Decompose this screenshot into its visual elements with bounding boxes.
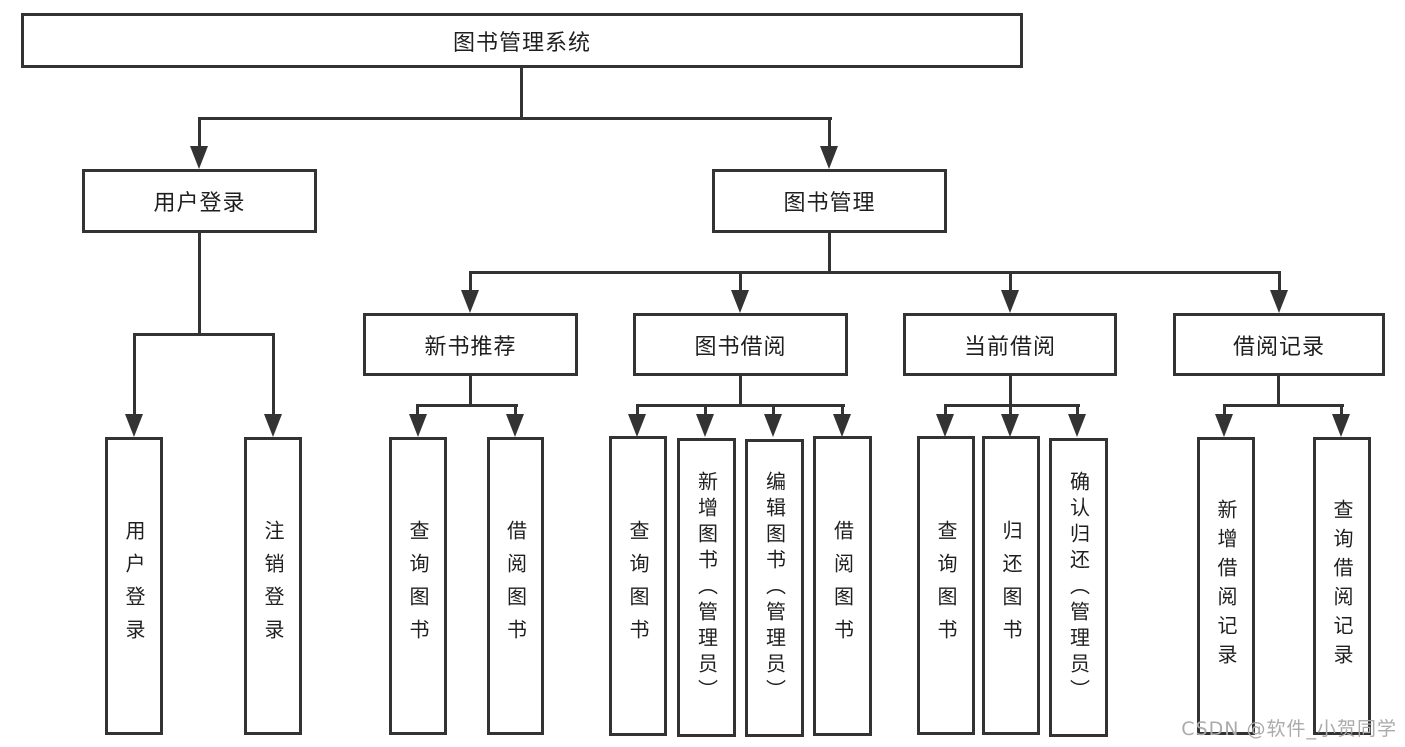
connector-line bbox=[416, 404, 518, 407]
node-label: 查询图书 bbox=[406, 520, 430, 652]
connector-line bbox=[198, 117, 201, 147]
node-label: 新增图书（管理员） bbox=[694, 470, 719, 705]
leaf-nbr-query-books: 查询图书 bbox=[389, 437, 447, 735]
connector-line bbox=[944, 404, 947, 415]
connector-line bbox=[416, 404, 419, 415]
arrow-down-icon bbox=[506, 414, 524, 437]
csdn-watermark: CSDN @软件_小贺同学 bbox=[1181, 718, 1397, 740]
arrow-down-icon bbox=[1001, 290, 1019, 313]
node-label: 注销登录 bbox=[261, 520, 285, 652]
connector-line bbox=[520, 68, 523, 119]
connector-line bbox=[828, 117, 831, 147]
arrow-down-icon bbox=[125, 414, 143, 437]
arrow-down-icon bbox=[731, 290, 749, 313]
node-current-borrowing: 当前借阅 bbox=[903, 313, 1117, 376]
node-label: 查询借阅记录 bbox=[1330, 499, 1354, 673]
leaf-logout: 注销登录 bbox=[244, 437, 302, 735]
arrow-down-icon bbox=[696, 414, 714, 437]
node-label: 查询图书 bbox=[934, 519, 958, 652]
connector-line bbox=[1277, 376, 1280, 407]
node-label: 当前借阅 bbox=[963, 334, 1056, 360]
arrow-down-icon bbox=[1001, 414, 1019, 437]
leaf-bb-edit-book-admin: 编辑图书（管理员） bbox=[745, 439, 804, 737]
connector-line bbox=[514, 404, 517, 415]
leaf-bb-borrow-books: 借阅图书 bbox=[813, 436, 872, 736]
node-label: 借阅记录 bbox=[1232, 334, 1325, 360]
connector-line bbox=[1009, 271, 1012, 293]
leaf-bb-add-book-admin: 新增图书（管理员） bbox=[677, 438, 736, 737]
arrow-down-icon bbox=[1332, 414, 1350, 437]
node-label: 确认归还（管理员） bbox=[1066, 470, 1091, 705]
node-new-book-recommend: 新书推荐 bbox=[363, 313, 578, 376]
arrow-down-icon bbox=[628, 414, 646, 437]
connector-line bbox=[133, 333, 275, 336]
node-user-login: 用户登录 bbox=[82, 169, 317, 233]
node-label: 用户登录 bbox=[153, 191, 246, 216]
connector-line bbox=[828, 233, 831, 273]
node-label: 借阅图书 bbox=[830, 520, 855, 652]
connector-line bbox=[944, 404, 1080, 407]
arrow-down-icon bbox=[264, 414, 282, 437]
arrow-down-icon bbox=[409, 414, 427, 437]
node-label: 新书推荐 bbox=[424, 334, 517, 360]
arrow-down-icon bbox=[936, 414, 954, 437]
connector-line bbox=[1009, 404, 1012, 415]
node-library-management-system: 图书管理系统 bbox=[21, 13, 1023, 68]
node-label: 归还图书 bbox=[999, 519, 1023, 652]
node-label: 编辑图书（管理员） bbox=[762, 471, 787, 705]
arrow-down-icon bbox=[190, 146, 208, 169]
node-label: 借阅图书 bbox=[503, 520, 528, 652]
arrow-down-icon bbox=[820, 146, 838, 169]
leaf-br-query-record: 查询借阅记录 bbox=[1313, 437, 1371, 735]
connector-line bbox=[198, 233, 201, 336]
connector-line bbox=[469, 271, 472, 293]
connector-line bbox=[636, 404, 639, 415]
connector-line bbox=[133, 333, 136, 415]
node-label: 图书借阅 bbox=[694, 334, 787, 360]
arrow-down-icon bbox=[764, 414, 782, 437]
node-label: 图书管理系统 bbox=[452, 30, 591, 56]
connector-line bbox=[772, 404, 775, 415]
arrow-down-icon bbox=[1215, 414, 1233, 437]
connector-line bbox=[841, 404, 844, 415]
leaf-bb-query-books: 查询图书 bbox=[609, 436, 667, 736]
node-label: 用户登录 bbox=[122, 520, 146, 652]
connector-line bbox=[1223, 404, 1344, 407]
node-book-borrowing: 图书借阅 bbox=[633, 313, 848, 376]
connector-line bbox=[1278, 271, 1281, 293]
leaf-cb-query-books: 查询图书 bbox=[917, 436, 975, 735]
connector-line bbox=[739, 376, 742, 407]
leaf-cb-return-books: 归还图书 bbox=[982, 436, 1040, 735]
node-borrowing-records: 借阅记录 bbox=[1173, 313, 1385, 376]
connector-line bbox=[704, 404, 707, 415]
node-label: 图书管理 bbox=[783, 191, 876, 216]
connector-line bbox=[1009, 376, 1012, 407]
node-label: 新增借阅记录 bbox=[1214, 499, 1238, 673]
connector-line bbox=[1223, 404, 1226, 415]
leaf-br-add-record: 新增借阅记录 bbox=[1197, 437, 1255, 735]
connector-line bbox=[636, 404, 845, 407]
connector-line bbox=[1076, 404, 1079, 415]
connector-line bbox=[469, 376, 472, 407]
leaf-cb-confirm-return-admin: 确认归还（管理员） bbox=[1049, 438, 1108, 737]
node-label: 查询图书 bbox=[626, 520, 650, 652]
connector-line bbox=[469, 271, 1281, 274]
leaf-user-login: 用户登录 bbox=[105, 437, 163, 735]
leaf-nbr-borrow-books: 借阅图书 bbox=[487, 437, 544, 735]
connector-line bbox=[739, 271, 742, 293]
arrow-down-icon bbox=[1068, 414, 1086, 437]
connector-line bbox=[272, 333, 275, 415]
arrow-down-icon bbox=[1270, 290, 1288, 313]
node-book-management: 图书管理 bbox=[712, 169, 947, 233]
connector-line bbox=[1340, 404, 1343, 415]
arrow-down-icon bbox=[461, 290, 479, 313]
connector-line bbox=[198, 117, 832, 120]
arrow-down-icon bbox=[833, 414, 851, 437]
